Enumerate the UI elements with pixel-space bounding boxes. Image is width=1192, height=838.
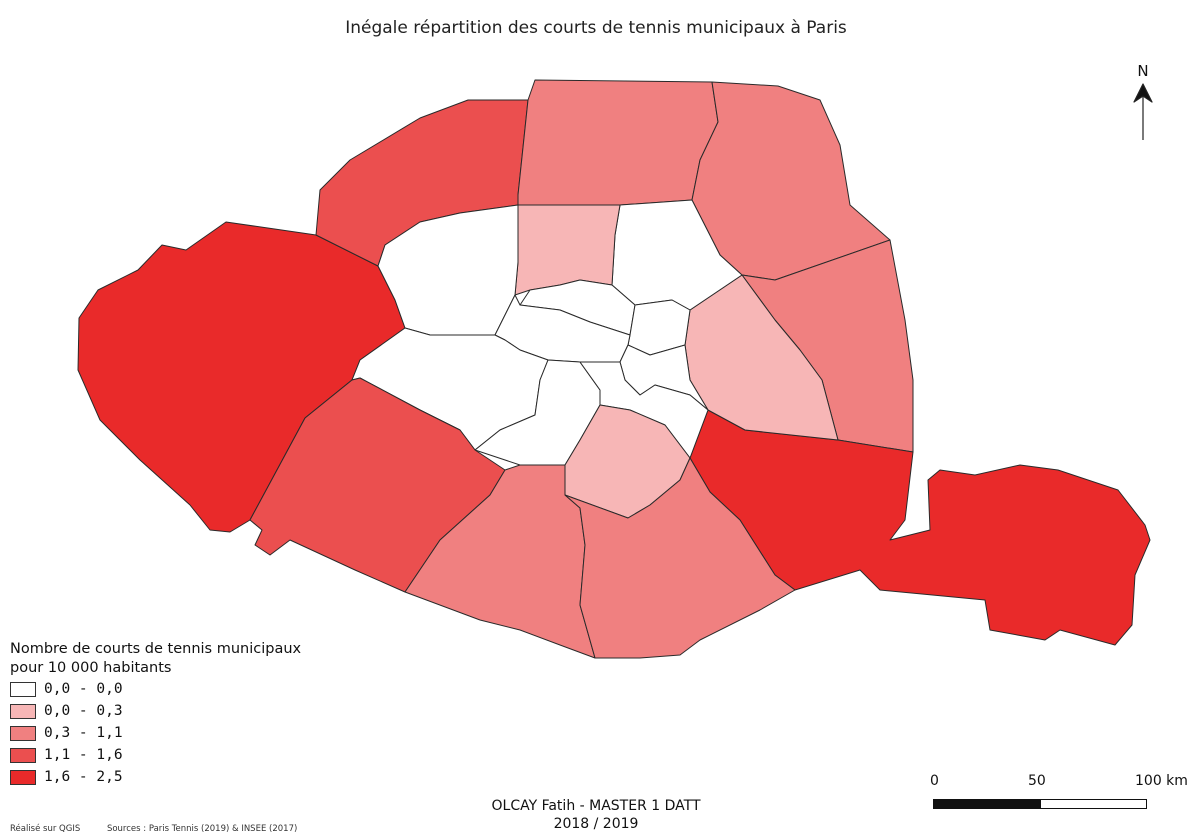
- credit-line2: 2018 / 2019: [553, 816, 639, 832]
- legend-swatch: [10, 681, 36, 697]
- legend-rows: 0,0 - 0,0 0,0 - 0,3 0,3 - 1,1 1,1 - 1,6 1,6 …: [10, 678, 330, 788]
- footnote: Réalisé sur QGIS Sources : Paris Tennis …: [10, 824, 321, 834]
- author-credit: OLCAY Fatih - MASTER 1 DATT 2018 / 2019: [0, 797, 1192, 833]
- scale-tick-50: 50: [1028, 773, 1046, 789]
- legend-item: 0,0 - 0,3: [10, 700, 330, 722]
- legend-item: 1,6 - 2,5: [10, 766, 330, 788]
- district-09[interactable]: [514, 204, 621, 296]
- legend: Nombre de courts de tennis municipaux po…: [10, 640, 330, 788]
- credit-line1: OLCAY Fatih - MASTER 1 DATT: [491, 798, 701, 814]
- footnote-sources: Sources : Paris Tennis (2019) & INSEE (2…: [106, 824, 298, 834]
- scale-tick-0: 0: [930, 773, 939, 789]
- legend-item: 0,0 - 0,0: [10, 678, 330, 700]
- legend-label: 1,6 - 2,5: [44, 769, 123, 785]
- legend-swatch: [10, 769, 36, 785]
- map-title: Inégale répartition des courts de tennis…: [345, 18, 847, 38]
- legend-swatch: [10, 725, 36, 741]
- legend-title-line1: Nombre de courts de tennis municipaux: [10, 641, 302, 657]
- scale-segment-white: [1040, 799, 1147, 809]
- legend-label: 0,0 - 0,3: [44, 703, 123, 719]
- legend-swatch: [10, 747, 36, 763]
- footnote-software: Réalisé sur QGIS: [10, 824, 81, 834]
- legend-title-line2: pour 10 000 habitants: [10, 660, 172, 676]
- legend-title: Nombre de courts de tennis municipaux po…: [10, 640, 330, 678]
- legend-label: 0,0 - 0,0: [44, 681, 123, 697]
- district-13[interactable]: [564, 457, 796, 659]
- north-label: N: [1137, 62, 1149, 80]
- legend-swatch: [10, 703, 36, 719]
- district-18[interactable]: [517, 79, 719, 206]
- scale-tick-100: 100 km: [1135, 773, 1188, 789]
- scale-bar: 0 50 100 km: [930, 773, 1190, 823]
- legend-label: 1,1 - 1,6: [44, 747, 123, 763]
- legend-item: 0,3 - 1,1: [10, 722, 330, 744]
- legend-item: 1,1 - 1,6: [10, 744, 330, 766]
- north-arrow: [1133, 83, 1153, 140]
- legend-label: 0,3 - 1,1: [44, 725, 123, 741]
